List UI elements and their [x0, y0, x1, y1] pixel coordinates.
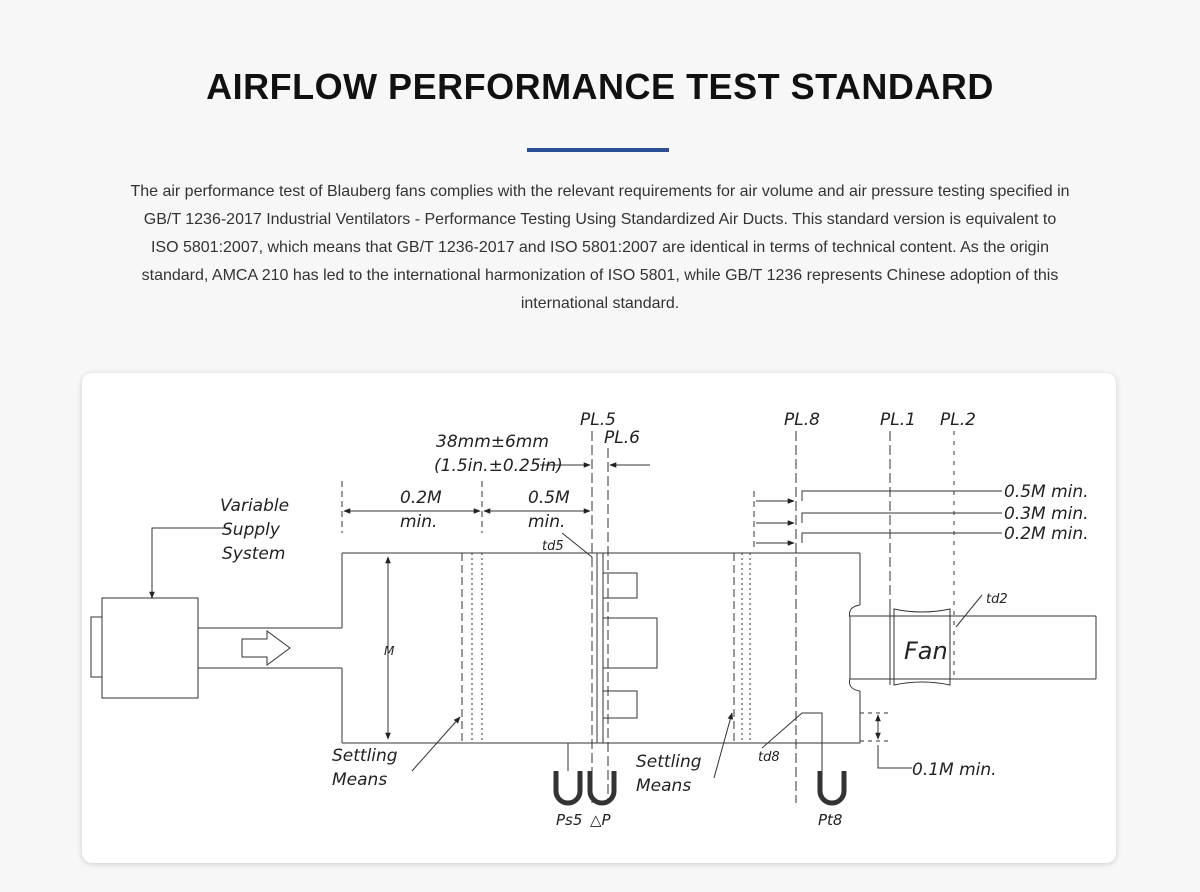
td8-label: td8	[758, 750, 780, 765]
settling-means-2-line1: Settling	[636, 752, 702, 772]
plane-pl6: PL.6	[604, 428, 640, 448]
manometer-delta-p	[587, 771, 617, 806]
td5-label: td5	[542, 539, 564, 554]
supply-inlet	[90, 616, 103, 678]
plane-pl1: PL.1	[880, 410, 916, 430]
settling-means-1-line1: Settling	[332, 746, 398, 766]
dim-05m-min: min.	[528, 512, 565, 532]
dim-05m-label: 0.5M	[528, 488, 570, 508]
supply-label-line3: System	[222, 544, 285, 564]
settling-means-2-line2: Means	[636, 776, 691, 796]
spacing-in: (1.5in.±0.25in)	[434, 456, 563, 476]
dim-02m-label: 0.2M	[400, 488, 442, 508]
td2-label: td2	[986, 592, 1008, 607]
right-dim-03m: 0.3M min.	[1004, 504, 1089, 524]
settling-means-1-line2: Means	[332, 770, 387, 790]
manometer-ps5	[553, 771, 583, 806]
height-m-label: M	[384, 644, 395, 658]
supply-unit	[101, 597, 199, 699]
plane-pl8: PL.8	[784, 410, 820, 430]
page-title: AIRFLOW PERFORMANCE TEST STANDARD	[206, 66, 994, 107]
ps5-label: Ps5	[556, 811, 582, 829]
supply-label-line2: Supply	[222, 520, 281, 540]
spacing-mm: 38mm±6mm	[436, 432, 549, 452]
diagram-card: Variable Supply System 0.2M min. 0.5M mi…	[82, 373, 1116, 863]
pt8-label: Pt8	[818, 811, 842, 829]
airflow-arrow	[241, 630, 291, 666]
manometer-pt8	[817, 771, 847, 806]
plane-pl5: PL.5	[580, 410, 616, 430]
right-dim-05m: 0.5M min.	[1004, 482, 1089, 502]
title-underline	[527, 148, 669, 152]
intro-paragraph: The air performance test of Blauberg fan…	[130, 183, 1070, 312]
right-dim-01m: 0.1M min.	[912, 760, 997, 780]
airflow-test-diagram: Variable Supply System 0.2M min. 0.5M mi…	[90, 410, 1097, 829]
right-dim-02m: 0.2M min.	[1004, 524, 1089, 544]
supply-label-line1: Variable	[220, 496, 289, 516]
delta-p-label: △P	[590, 811, 612, 829]
fan-housing	[893, 608, 951, 686]
plane-pl2: PL.2	[940, 410, 976, 430]
fan-label: Fan	[904, 637, 948, 665]
dim-02m-min: min.	[400, 512, 437, 532]
